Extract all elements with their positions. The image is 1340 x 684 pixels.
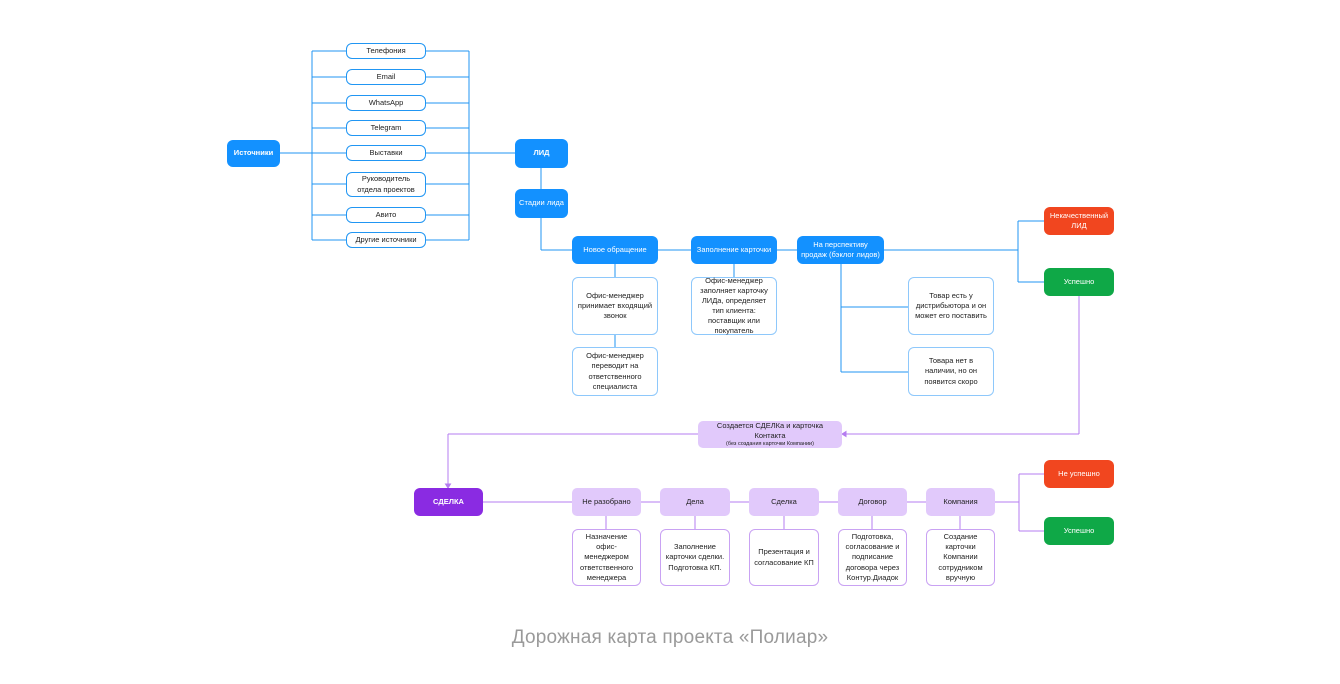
deal-stage-contract[interactable]: Договор — [838, 488, 907, 516]
deal-note-contract: Подготовка, согласование и подписание до… — [838, 529, 907, 586]
deal-note-unsorted: Назначение офис-менеджером ответственног… — [572, 529, 641, 586]
sources-node[interactable]: Источники — [227, 140, 280, 167]
note-backlog-1: Товар есть у дистрибьютора и он может ег… — [908, 277, 994, 335]
lead-node[interactable]: ЛИД — [515, 139, 568, 168]
stage-new-request[interactable]: Новое обращение — [572, 236, 658, 264]
page-title: Дорожная карта проекта «Полиар» — [511, 627, 829, 648]
deal-created-sublabel: (без создания карточки Компании) — [726, 440, 814, 447]
stage-fill-card[interactable]: Заполнение карточки — [691, 236, 777, 264]
note-new-request-2: Офис-менеджер переводит на ответственног… — [572, 347, 658, 396]
deal-fail-node[interactable]: Не успешно — [1044, 460, 1114, 488]
deal-success-node[interactable]: Успешно — [1044, 517, 1114, 545]
deal-stage-company[interactable]: Компания — [926, 488, 995, 516]
lead-success-node[interactable]: Успешно — [1044, 268, 1114, 296]
source-telephony[interactable]: Телефония — [346, 43, 426, 59]
lead-stages-node[interactable]: Стадии лида — [515, 189, 568, 218]
source-exhibitions[interactable]: Выставки — [346, 145, 426, 161]
source-project-head[interactable]: Руководитель отдела проектов — [346, 172, 426, 197]
deal-created-label: Создается СДЕЛКа и карточка Контакта — [716, 420, 824, 440]
deal-node[interactable]: СДЕЛКА — [414, 488, 483, 516]
source-email[interactable]: Email — [346, 69, 426, 85]
deal-stage-tasks[interactable]: Дела — [660, 488, 730, 516]
deal-note-tasks: Заполнение карточки сделки. Подготовка К… — [660, 529, 730, 586]
deal-note-deal: Презентация и согласование КП — [749, 529, 819, 586]
note-fill-card: Офис-менеджер заполняет карточку ЛИДа, о… — [691, 276, 777, 335]
source-other[interactable]: Другие источники — [346, 232, 426, 248]
note-backlog-2: Товара нет в наличии, но он появится ско… — [908, 347, 994, 396]
stage-backlog[interactable]: На перспективу продаж (бэклог лидов) — [797, 236, 884, 264]
deal-stage-deal[interactable]: Сделка — [749, 488, 819, 516]
deal-note-company: Создание карточки Компании сотрудником в… — [926, 529, 995, 586]
deal-stage-unsorted[interactable]: Не разобрано — [572, 488, 641, 516]
deal-created-node[interactable]: Создается СДЕЛКа и карточка Контакта (бе… — [698, 421, 842, 448]
source-whatsapp[interactable]: WhatsApp — [346, 95, 426, 111]
lead-bad-node[interactable]: Некачественный ЛИД — [1044, 207, 1114, 235]
source-avito[interactable]: Авито — [346, 207, 426, 223]
note-new-request-1: Офис-менеджер принимает входящий звонок — [572, 277, 658, 335]
source-telegram[interactable]: Telegram — [346, 120, 426, 136]
